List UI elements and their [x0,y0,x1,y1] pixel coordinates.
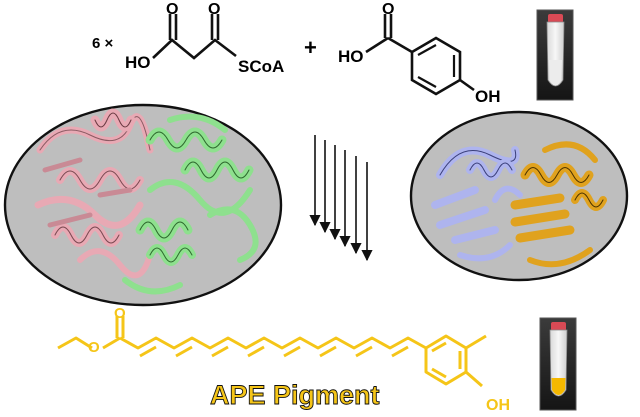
vial-icon-yellow [539,317,577,411]
protein-ribbon-icon [431,146,523,262]
malonyl-coa-structure: 6 × HO O O SCoA [92,1,284,76]
malonyl-ho-label: HO [125,53,151,72]
enzyme-complex-right [409,110,629,282]
arrow-bundle-icon [309,135,373,262]
malonyl-scoa-label: SCoA [238,57,284,76]
malonyl-oxygen-1: O [166,1,178,18]
ester-carbonyl-oxygen: O [114,305,126,322]
plus-sign: + [304,35,317,60]
protein-ribbon-icon [34,108,154,279]
ester-oxygen: O [88,339,100,356]
multiplier-label: 6 × [92,35,114,52]
hba-ho-label: HO [338,47,364,66]
protein-ribbon-icon [122,113,259,295]
ape-pigment-title: APE Pigment [210,380,380,410]
hba-carbonyl-oxygen: O [382,1,394,18]
vial-icon-clear [536,9,574,101]
enzyme-complex-left [3,103,283,307]
malonyl-oxygen-2: O [208,1,220,18]
protein-ribbon-icon [510,141,607,268]
hba-oh-label: OH [475,87,501,106]
ape-pigment-structure: O O [57,305,487,388]
hydroxybenzoic-acid-structure: HO O OH [338,1,501,106]
pigment-oh-label: OH [486,397,510,414]
